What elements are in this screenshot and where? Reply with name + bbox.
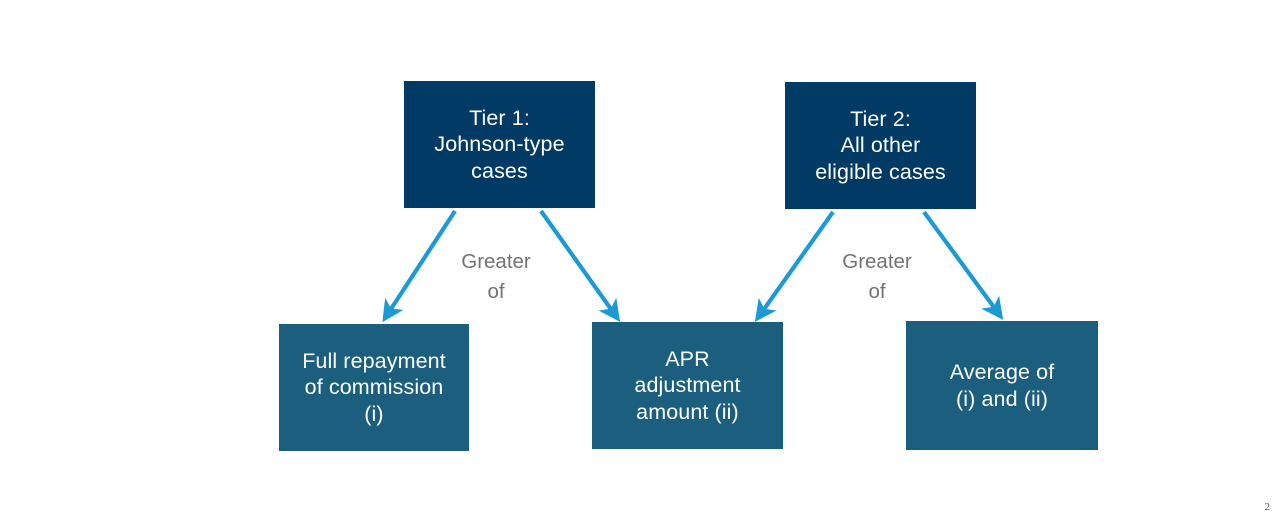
arrow-tier1-to-apr-adjustment xyxy=(539,209,621,322)
greater-of-label-tier1: Greater of xyxy=(461,250,531,303)
outcome-average-box[interactable]: Average of (i) and (ii) xyxy=(906,321,1098,450)
arrow-tier1-to-full-repayment xyxy=(382,209,457,323)
outcome-apr-adjustment-box[interactable]: APR adjustment amount (ii) xyxy=(592,322,783,449)
tier-2-box[interactable]: Tier 2: All other eligible cases xyxy=(785,82,976,209)
page-number: 2 xyxy=(1264,501,1271,513)
arrow-tier2-to-average xyxy=(922,210,1004,320)
tier-1-box[interactable]: Tier 1: Johnson-type cases xyxy=(404,81,595,208)
outcome-full-repayment-box[interactable]: Full repayment of commission (i) xyxy=(279,324,469,451)
greater-of-label-tier2: Greater of xyxy=(842,250,912,303)
arrow-tier2-to-apr-adjustment xyxy=(754,210,835,322)
